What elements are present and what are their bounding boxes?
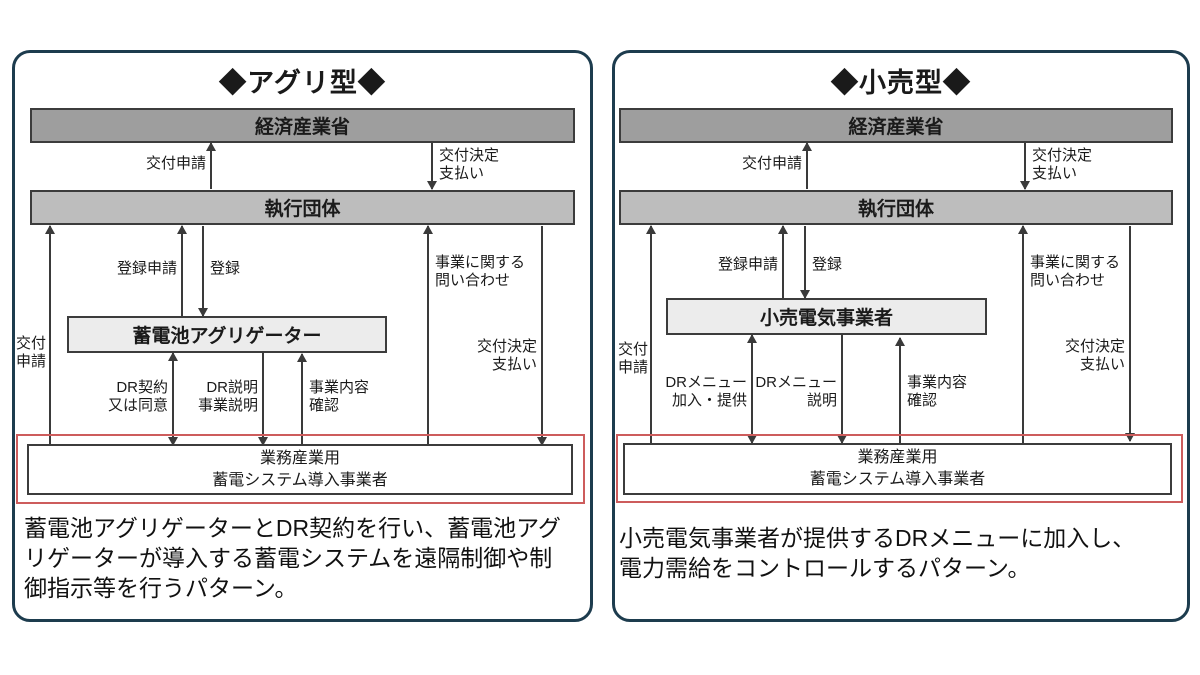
label-registration: 登録 — [812, 256, 843, 273]
label-business-inquiry: 事業に関する 問い合わせ — [435, 254, 526, 289]
arrow-dr-menu-join-both — [747, 334, 757, 444]
label-dr-contract: DR契約 又は同意 — [107, 379, 168, 414]
arrow-business-confirmation-up — [297, 353, 307, 445]
arrow-business-inquiry-up — [1018, 225, 1028, 443]
installer-box: 業務産業用 蓄電システム導入事業者 — [623, 443, 1172, 495]
arrow-registration-down — [800, 226, 810, 299]
label-grant-decision-right: 交付決定 支払い — [1064, 338, 1125, 373]
label-business-inquiry: 事業に関する 問い合わせ — [1030, 254, 1121, 289]
label-grant-application-left: 交付 申請 — [617, 341, 648, 376]
arrow-business-confirmation-up — [895, 337, 905, 443]
panel-description: 蓄電池アグリゲーターとDR契約を行い、蓄電池アグ リゲーターが導入する蓄電システ… — [24, 515, 561, 601]
executing-body-box: 執行団体 — [30, 190, 575, 225]
label-grant-decision-payment: 交付決定 支払い — [439, 147, 500, 182]
arrow-dr-contract-both — [168, 352, 178, 446]
panel-retail-type: ◆小売型◆ 経済産業省 執行団体 交付申請 交付決定 支払い 交付 申請 登録申… — [612, 50, 1190, 622]
panel-description: 小売電気事業者が提供するDRメニューに加入し、 電力需給をコントロールするパター… — [619, 525, 1136, 581]
arrow-grant-decision-right-down — [1125, 226, 1135, 442]
meti-box: 経済産業省 — [619, 108, 1173, 143]
label-dr-explanation: DR説明 事業説明 — [197, 379, 258, 414]
panel-aggregator-type: ◆アグリ型◆ 経済産業省 執行団体 交付申請 交付決定 支払い 交付 申請 登録… — [12, 50, 593, 622]
label-grant-application: 交付申請 — [741, 155, 802, 172]
label-business-confirmation: 事業内容 確認 — [907, 374, 968, 409]
label-registration-application: 登録申請 — [717, 256, 778, 273]
label-registration-application: 登録申請 — [116, 260, 177, 277]
arrow-business-inquiry-up — [423, 225, 433, 445]
highlight-red-frame — [616, 434, 1183, 503]
arrow-grant-decision-down — [427, 143, 437, 190]
arrow-grant-application-left-up — [646, 225, 656, 443]
arrow-grant-decision-down — [1020, 143, 1030, 190]
panel-title: ◆アグリ型◆ — [219, 68, 386, 98]
retail-electricity-provider-box: 小売電気事業者 — [666, 298, 987, 335]
arrow-registration-application-up — [778, 225, 788, 298]
executing-body-box: 執行団体 — [619, 190, 1173, 225]
label-grant-application: 交付申請 — [145, 155, 206, 172]
label-business-confirmation: 事業内容 確認 — [309, 379, 370, 414]
label-grant-application-left: 交付 申請 — [15, 335, 46, 370]
arrow-registration-down — [198, 226, 208, 317]
label-dr-menu-explanation: DRメニュー 説明 — [755, 374, 837, 409]
battery-aggregator-box: 蓄電池アグリゲーター — [67, 316, 387, 353]
installer-box: 業務産業用 蓄電システム導入事業者 — [27, 444, 573, 495]
label-registration: 登録 — [210, 260, 241, 277]
arrow-dr-menu-explanation-down — [837, 334, 847, 444]
meti-box: 経済産業省 — [30, 108, 575, 143]
arrow-grant-application-up — [206, 142, 216, 189]
label-grant-decision-right: 交付決定 支払い — [476, 338, 537, 373]
panel-title: ◆小売型◆ — [831, 68, 971, 98]
highlight-red-frame — [16, 434, 585, 504]
arrow-grant-application-up — [802, 142, 812, 189]
arrow-grant-decision-right-down — [537, 226, 547, 446]
arrow-dr-explanation-down — [258, 352, 268, 446]
label-dr-menu-join: DRメニュー 加入・提供 — [665, 374, 747, 409]
label-grant-decision-payment: 交付決定 支払い — [1032, 147, 1093, 182]
arrow-registration-application-up — [177, 225, 187, 316]
arrow-grant-application-left-up — [45, 225, 55, 445]
